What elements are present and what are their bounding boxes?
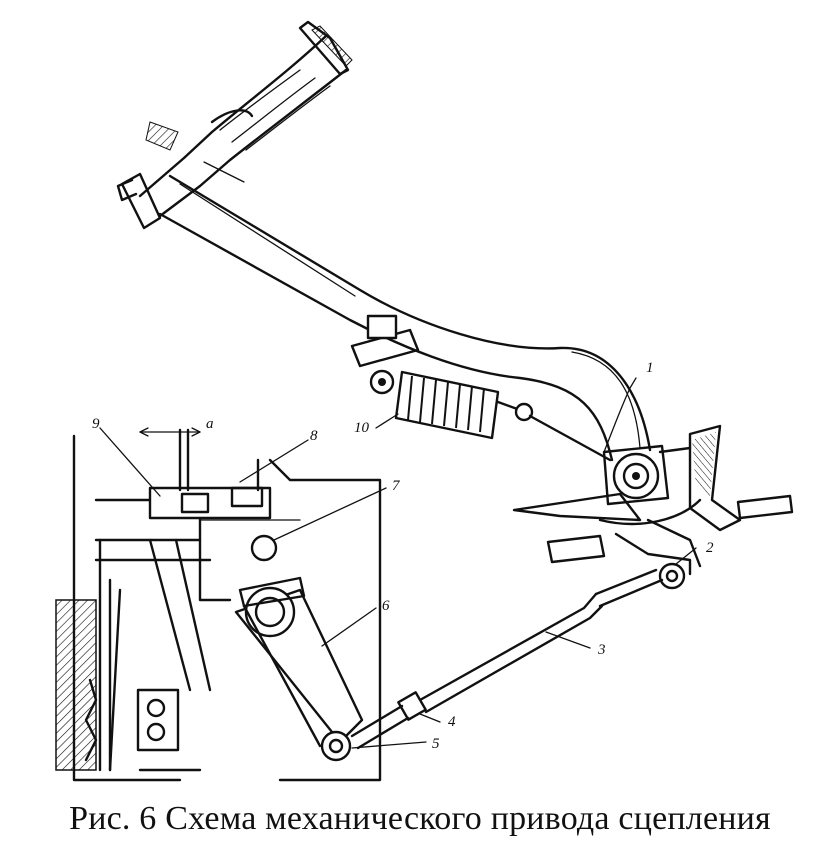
lever-6 <box>234 576 364 762</box>
rod-3 <box>350 568 664 750</box>
pedal-hub-1 <box>512 424 794 532</box>
callout-4: 4 <box>448 714 456 730</box>
leader-lines <box>99 377 697 749</box>
callout-6: 6 <box>382 598 390 614</box>
gap-dimension-a: a <box>139 416 214 437</box>
figure-caption: Рис. 6 Схема механического привода сцепл… <box>69 800 771 837</box>
callout-5: 5 <box>432 736 440 752</box>
pedal-pad <box>116 20 353 230</box>
clutch-housing-section <box>55 428 382 782</box>
callout-2: 2 <box>706 540 714 556</box>
callout-3: 3 <box>597 642 606 658</box>
callout-7: 7 <box>392 478 401 494</box>
return-spring-10 <box>350 314 612 462</box>
callout-10: 10 <box>354 420 370 436</box>
callout-8: 8 <box>310 428 318 444</box>
gap-label-a: a <box>206 416 214 432</box>
callout-9: 9 <box>92 416 100 432</box>
callout-1: 1 <box>646 360 654 376</box>
lever-2 <box>546 518 702 590</box>
pedal-lever <box>158 174 652 462</box>
callout-labels: 1 2 3 4 5 6 7 8 9 10 <box>92 360 714 752</box>
